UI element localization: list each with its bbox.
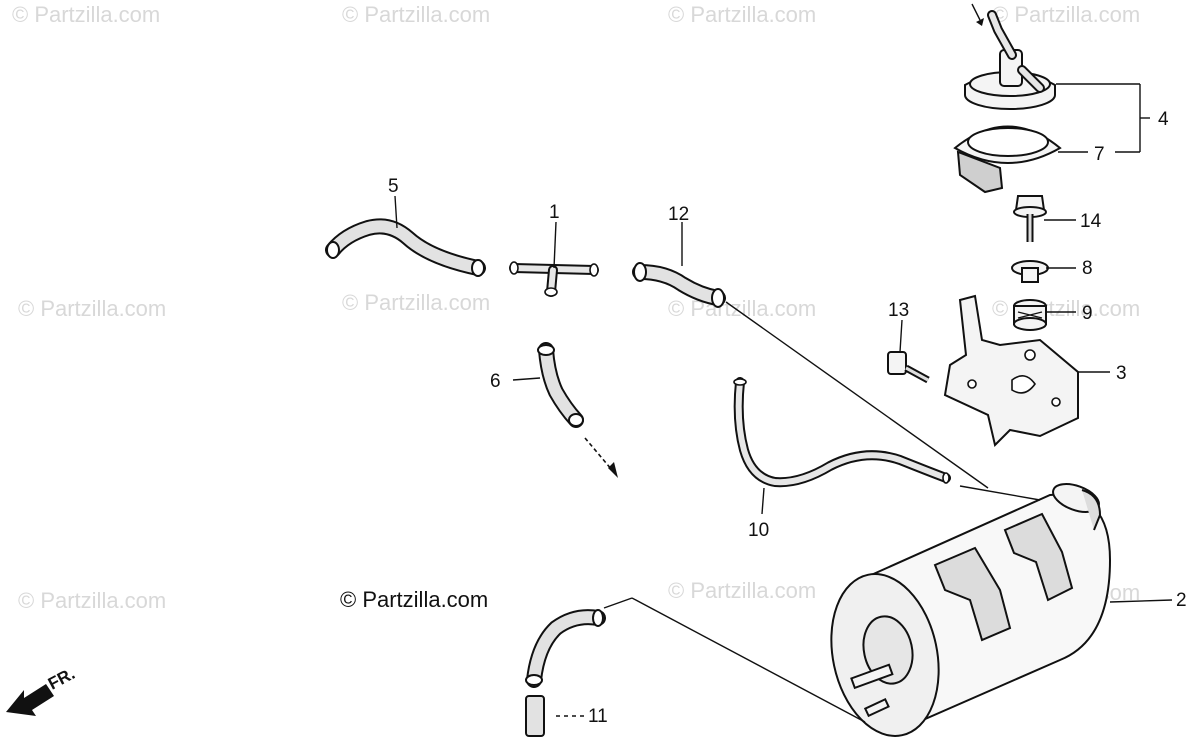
callout-10: 10	[748, 520, 769, 541]
watermark: © Partzilla.com	[12, 2, 161, 27]
part-13-bolt	[887, 351, 930, 384]
watermark: © Partzilla.com	[668, 2, 817, 27]
watermark: © Partzilla.com	[992, 2, 1141, 27]
part-6-hose	[537, 342, 584, 428]
watermark: © Partzilla.com	[342, 290, 491, 315]
connection-lines	[603, 301, 1041, 723]
callout-8: 8	[1082, 258, 1093, 279]
part-3-bracket	[943, 294, 1079, 447]
front-direction-label: FR.	[45, 664, 78, 694]
part-7-band	[953, 125, 1062, 194]
watermark: © Partzilla.com	[342, 2, 491, 27]
callout-1: 1	[549, 202, 560, 223]
watermark: © Partzilla.com	[668, 296, 817, 321]
part-4-valve	[964, 3, 1056, 110]
copyright-notice: © Partzilla.com	[340, 587, 489, 612]
part-9-grommet	[1013, 299, 1047, 331]
callout-3: 3	[1116, 363, 1127, 384]
callout-11: 11	[588, 706, 608, 727]
callout-6: 6	[490, 371, 501, 392]
callout-7: 7	[1094, 144, 1105, 165]
watermark: © Partzilla.com	[18, 588, 167, 613]
callout-12: 12	[668, 204, 689, 225]
part-5-hose	[325, 218, 486, 277]
callout-9: 9	[1082, 303, 1093, 324]
callout-leaders	[394, 83, 1173, 717]
part-8-collar	[1011, 260, 1049, 283]
front-direction-arrow-icon	[6, 684, 54, 716]
part-10-tube	[733, 377, 951, 488]
flow-arrow	[584, 437, 618, 478]
part-2-canister	[830, 483, 1112, 737]
callout-2: 2	[1176, 590, 1187, 611]
callout-5: 5	[388, 176, 399, 197]
callout-4: 4	[1158, 109, 1169, 130]
watermark: © Partzilla.com	[668, 578, 817, 603]
part-14-bolt	[1013, 195, 1047, 242]
callout-14: 14	[1080, 211, 1102, 232]
part-11-hose	[525, 609, 606, 737]
part-12-hose	[632, 262, 726, 308]
part-1-t-joint	[509, 261, 599, 297]
watermark: © Partzilla.com	[18, 296, 167, 321]
callout-13: 13	[888, 300, 909, 321]
